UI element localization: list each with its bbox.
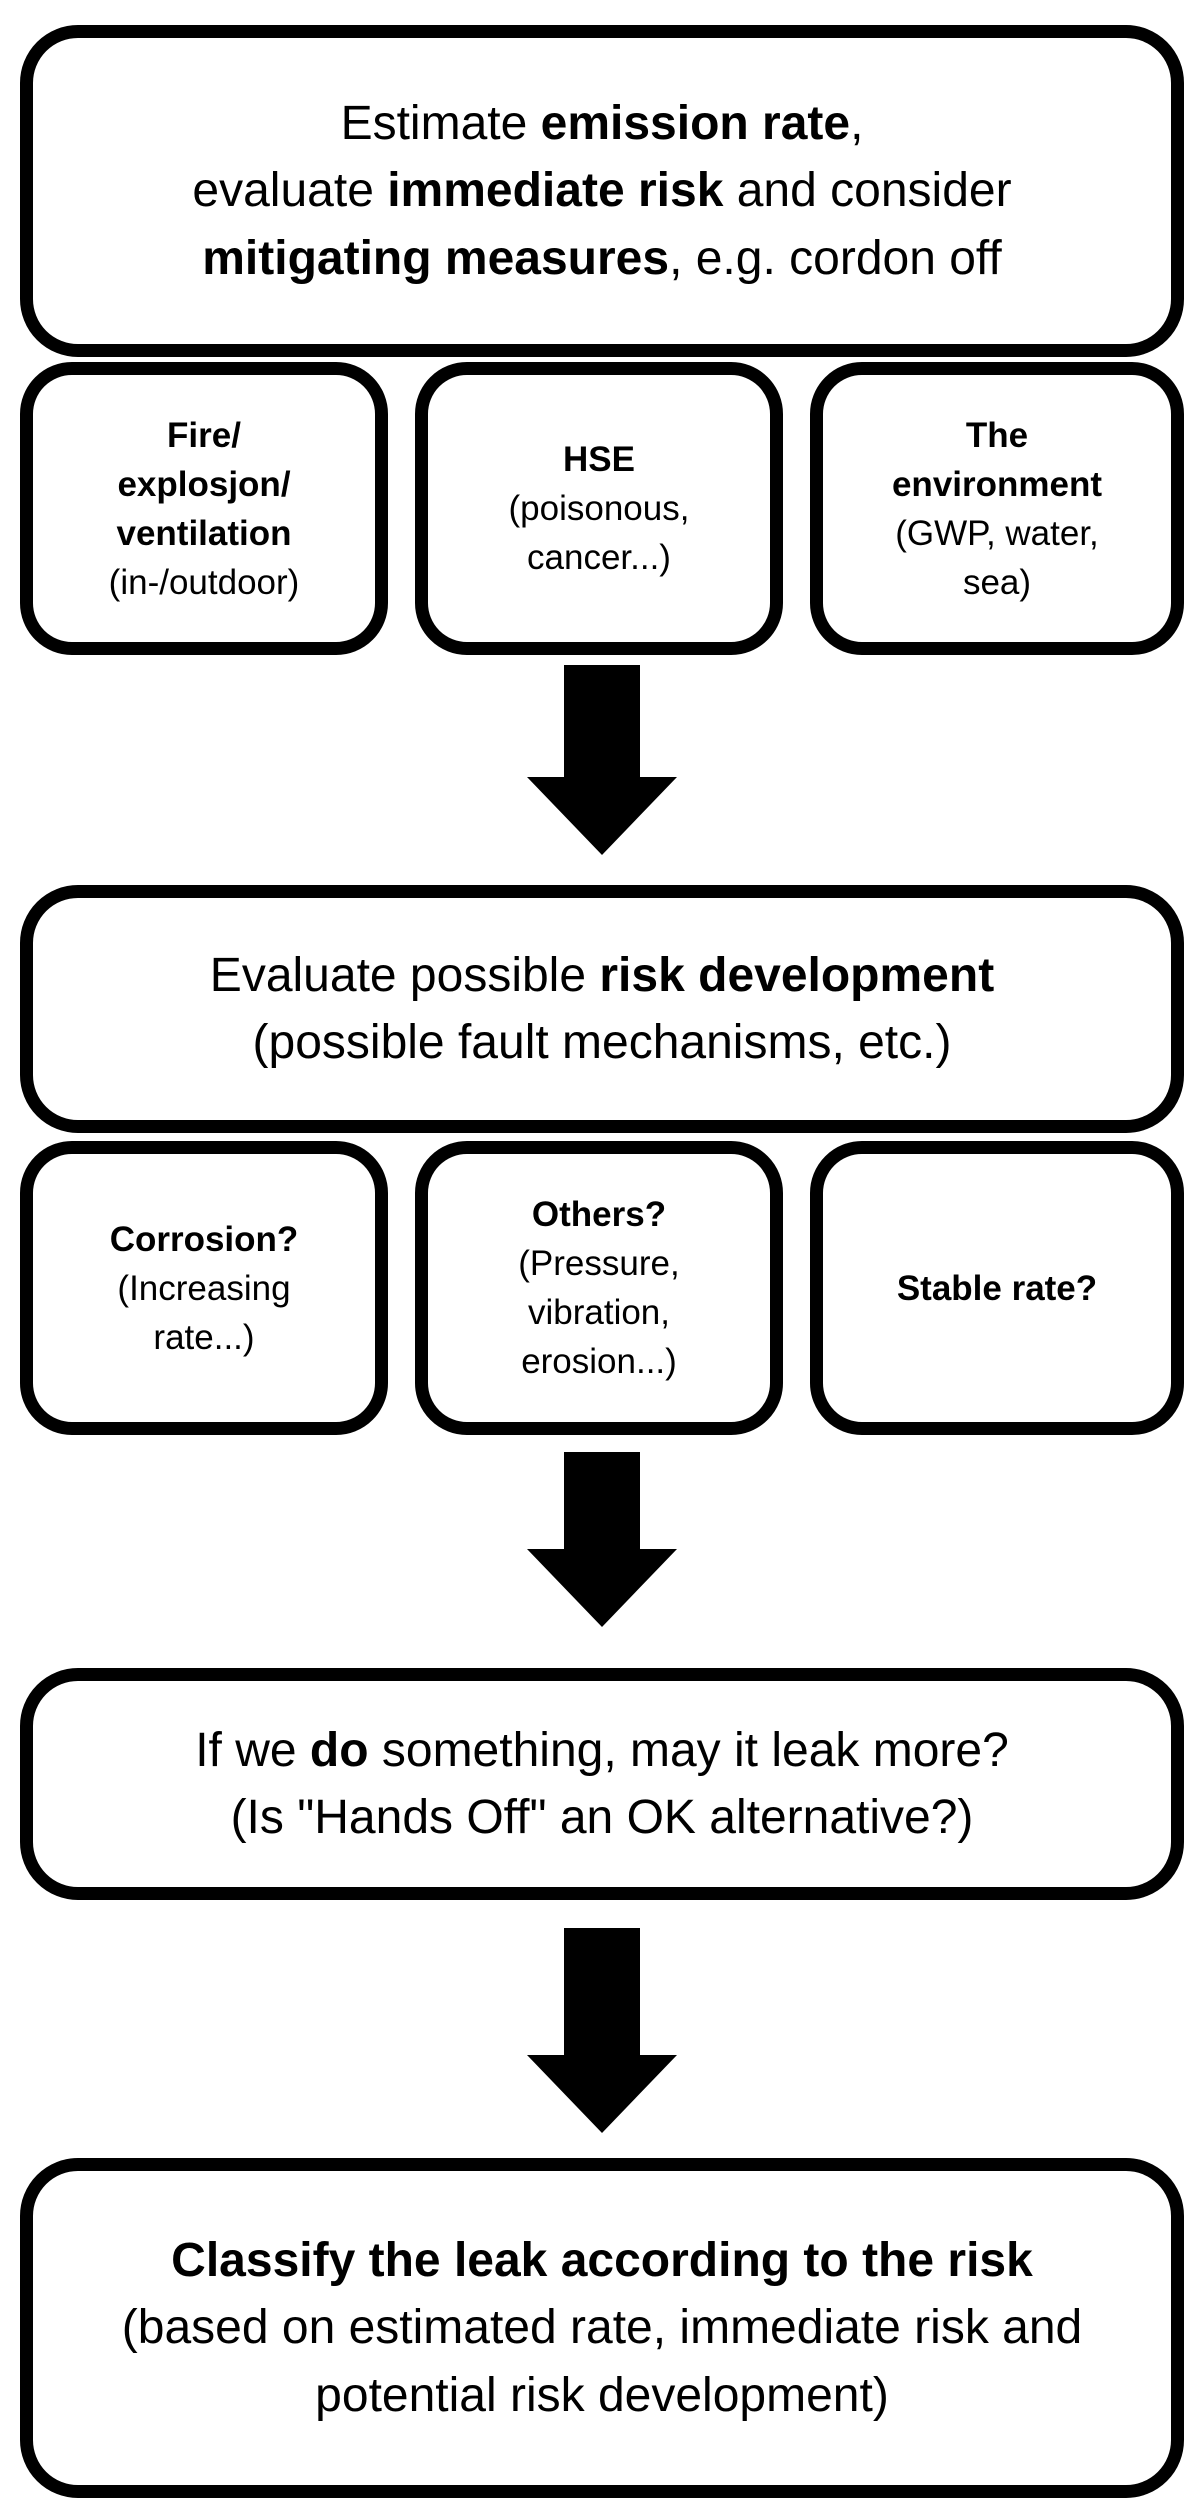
text-line: potential risk development) bbox=[315, 2362, 889, 2429]
text-segment: Estimate bbox=[340, 97, 541, 151]
text-segment: and consider bbox=[723, 164, 1012, 218]
text-segment: If we bbox=[195, 1723, 310, 1777]
factor-title: Stable rate? bbox=[896, 1268, 1098, 1308]
text-segment-bold: immediate risk bbox=[387, 164, 724, 218]
factor-title: Corrosion? bbox=[109, 1219, 299, 1259]
text-segment: (possible fault mechanisms, etc.) bbox=[252, 1016, 952, 1069]
text-segment: (Is "Hands Off" an OK alternative?) bbox=[230, 1791, 974, 1844]
factor-others-box: Others? (Pressure, vibration, erosion...… bbox=[415, 1141, 783, 1435]
factor-title: Others? bbox=[531, 1195, 667, 1234]
down-arrow-icon bbox=[527, 1452, 677, 1627]
step-estimate-emission-box: Estimate emission rate, evaluate immedia… bbox=[20, 25, 1184, 357]
text-segment-bold: Classify the leak according to the risk bbox=[171, 2234, 1033, 2288]
text-segment-bold: emission rate bbox=[540, 97, 851, 151]
text-segment: something, may it leak more? bbox=[368, 1723, 1009, 1777]
factor-corrosion-box: Corrosion? (Increasing rate...) bbox=[20, 1141, 388, 1435]
text-segment: (based on estimated rate, immediate risk… bbox=[121, 2301, 1083, 2355]
text-segment: , e.g. cordon off bbox=[669, 231, 1002, 285]
factor-detail: (Pressure, vibration, erosion...) bbox=[518, 1244, 680, 1381]
factor-detail: (in-/outdoor) bbox=[108, 562, 300, 602]
text-line: If we do something, may it leak more? bbox=[195, 1717, 1009, 1784]
down-arrow-icon bbox=[527, 1928, 677, 2133]
factor-fire-explosion-ventilation-box: Fire/ explosjon/ ventilation (in-/outdoo… bbox=[20, 362, 388, 655]
step-classify-leak-box: Classify the leak according to the risk … bbox=[20, 2158, 1184, 2498]
text-segment-bold: mitigating measures bbox=[202, 231, 670, 285]
text-line: evaluate immediate risk and consider bbox=[192, 157, 1011, 224]
text-segment: , bbox=[850, 97, 864, 151]
text-line: Evaluate possible risk development bbox=[210, 942, 994, 1009]
text-line: (Is "Hands Off" an OK alternative?) bbox=[231, 1784, 974, 1851]
text-segment-bold: risk development bbox=[599, 948, 995, 1002]
factor-detail: (Increasing rate...) bbox=[117, 1268, 291, 1357]
factor-title: Fire/ explosjon/ ventilation bbox=[116, 415, 292, 553]
text-line: mitigating measures, e.g. cordon off bbox=[202, 225, 1001, 292]
step-risk-development-box: Evaluate possible risk development (poss… bbox=[20, 885, 1184, 1133]
factor-hse-box: HSE (poisonous, cancer...) bbox=[415, 362, 783, 655]
factor-stable-rate-box: Stable rate? bbox=[810, 1141, 1184, 1435]
factor-environment-box: The environment (GWP, water, sea) bbox=[810, 362, 1184, 655]
text-line: Estimate emission rate, bbox=[341, 90, 864, 157]
factor-detail: (GWP, water, sea) bbox=[895, 513, 1099, 602]
text-line: Classify the leak according to the risk bbox=[171, 2227, 1033, 2294]
text-line: (based on estimated rate, immediate risk… bbox=[122, 2294, 1082, 2361]
text-line: (possible fault mechanisms, etc.) bbox=[253, 1009, 952, 1076]
text-segment: potential risk development) bbox=[315, 2368, 889, 2422]
step-intervention-question-box: If we do something, may it leak more? (I… bbox=[20, 1668, 1184, 1900]
factor-title: The environment bbox=[891, 415, 1103, 504]
factor-detail: (poisonous, cancer...) bbox=[508, 489, 690, 577]
text-segment-bold: do bbox=[309, 1723, 369, 1777]
text-segment: evaluate bbox=[192, 164, 388, 218]
down-arrow-icon bbox=[527, 665, 677, 855]
text-segment: Evaluate possible bbox=[209, 948, 600, 1002]
factor-title: HSE bbox=[563, 440, 635, 479]
